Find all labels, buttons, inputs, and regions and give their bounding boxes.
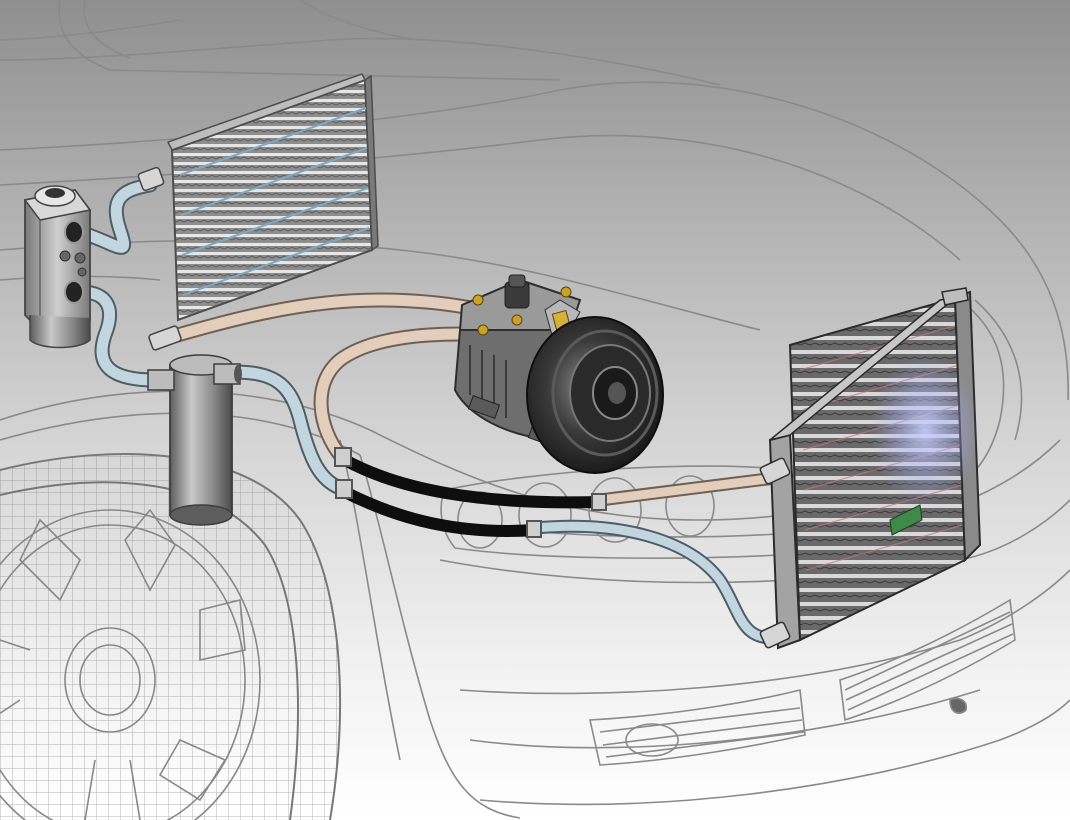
flexible-hose [334,447,607,538]
condenser-icon [759,287,982,650]
expansion-valve-icon [23,185,92,349]
high-pressure-liquid-line [67,177,782,645]
evaporator-icon [137,73,379,351]
front-wheel [0,453,341,820]
compressor-icon [453,274,664,474]
receiver-drier-icon [147,354,242,526]
